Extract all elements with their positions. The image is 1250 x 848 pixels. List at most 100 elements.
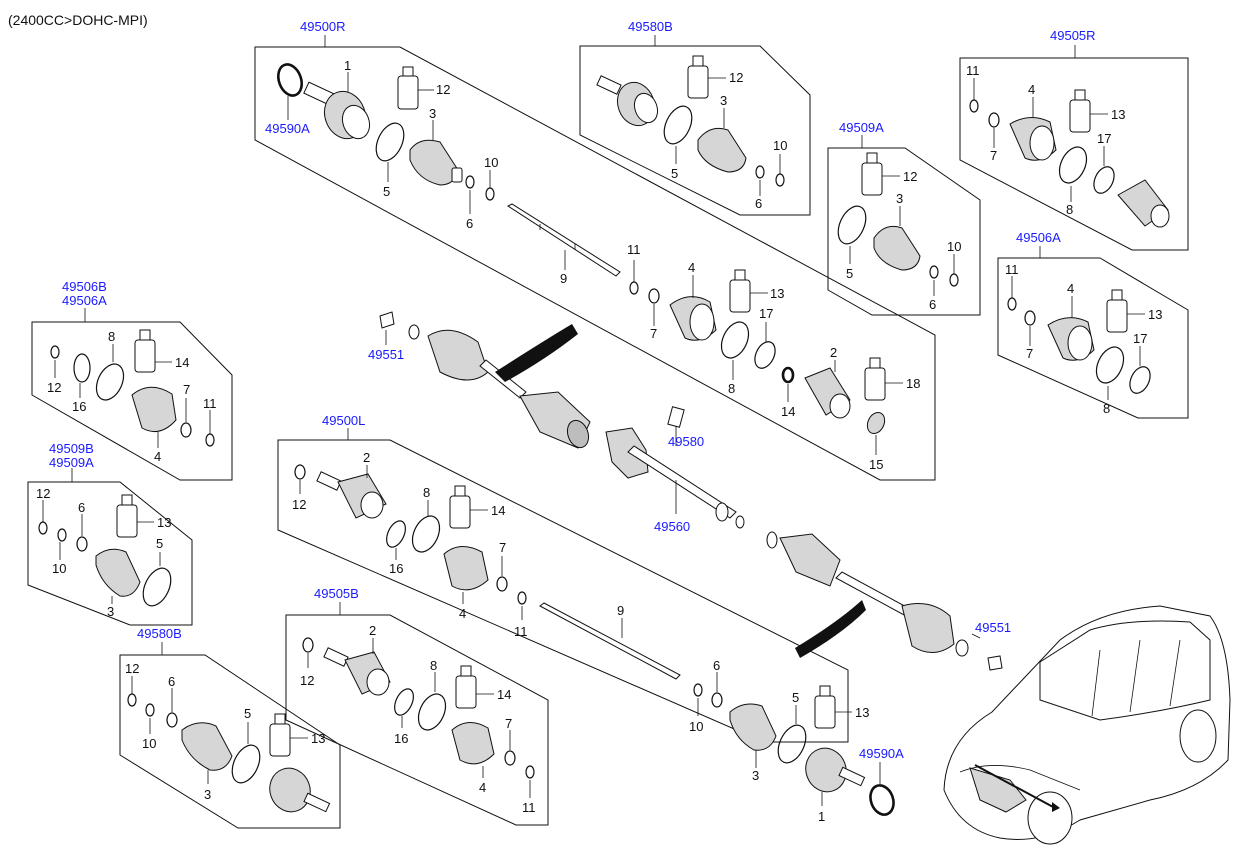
callout-1: 1 xyxy=(344,58,351,73)
callout-7-c: 7 xyxy=(990,148,997,163)
cv-joint-icon xyxy=(596,75,659,127)
callout-1-i: 1 xyxy=(818,809,825,824)
part-label-49505B[interactable]: 49505B xyxy=(314,586,359,601)
callout-16-j: 16 xyxy=(394,731,408,746)
cv-joint-icon xyxy=(303,81,371,140)
cv-joint-icon xyxy=(669,296,717,341)
callout-7-j: 7 xyxy=(505,716,512,731)
callout-10-d: 10 xyxy=(947,239,961,254)
cv-joint-icon xyxy=(443,546,489,591)
part-label-49509B[interactable]: 49509B xyxy=(49,441,94,456)
callout-4-top: 4 xyxy=(688,260,695,275)
callout-12-g: 12 xyxy=(36,486,50,501)
callout-2-j: 2 xyxy=(369,623,376,638)
part-label-49506A-right[interactable]: 49506A xyxy=(1016,230,1061,245)
callout-3-h: 3 xyxy=(204,787,211,802)
callout-3-b: 3 xyxy=(720,93,727,108)
cv-joint-icon xyxy=(804,367,851,419)
drive-shaft-icon xyxy=(506,203,621,277)
callout-3-g: 3 xyxy=(107,604,114,619)
callout-8-mid: 8 xyxy=(728,381,735,396)
callout-18: 18 xyxy=(906,376,920,391)
part-label-49500L[interactable]: 49500L xyxy=(322,413,365,428)
cv-boot-icon xyxy=(873,225,921,271)
part-label-49505R[interactable]: 49505R xyxy=(1050,28,1096,43)
callout-11-e: 11 xyxy=(1005,262,1019,277)
part-label-49580[interactable]: 49580 xyxy=(668,434,704,449)
part-label-49590A-bottom[interactable]: 49590A xyxy=(859,746,904,761)
callout-8-f: 8 xyxy=(108,329,115,344)
part-label-49509A-mid[interactable]: 49509A xyxy=(839,120,884,135)
group-49500R: 49500R 49590A 1 12 5 3 xyxy=(254,19,936,481)
callout-3-i: 3 xyxy=(752,768,759,783)
callout-10-i: 10 xyxy=(689,719,703,734)
grease-bottle-icon xyxy=(397,66,419,110)
callout-8-j: 8 xyxy=(430,658,437,673)
callout-6-h: 6 xyxy=(168,674,175,689)
callout-5-b: 5 xyxy=(671,166,678,181)
group-49509A-mid: 49509A 12 5 3 6 10 xyxy=(827,120,981,316)
suv-vehicle-icon xyxy=(943,605,1231,845)
cv-joint-icon xyxy=(323,647,391,696)
part-label-49580B-bottom[interactable]: 49580B xyxy=(137,626,182,641)
callout-2-i: 2 xyxy=(363,450,370,465)
callout-14-i: 14 xyxy=(491,503,505,518)
cv-boot-icon xyxy=(729,703,777,751)
callout-11-j: 11 xyxy=(522,800,536,815)
callout-13-e: 13 xyxy=(1148,307,1162,322)
callout-12-b: 12 xyxy=(729,70,743,85)
callout-3-top: 3 xyxy=(429,106,436,121)
cv-boot-icon xyxy=(95,548,141,597)
callout-17-c: 17 xyxy=(1097,131,1111,146)
callout-12-top: 12 xyxy=(436,82,450,97)
cv-boot-icon xyxy=(181,722,233,771)
callout-12-i: 12 xyxy=(292,497,306,512)
part-label-49580B-top[interactable]: 49580B xyxy=(628,19,673,34)
callout-5-i: 5 xyxy=(792,690,799,705)
cv-joint-icon xyxy=(131,386,177,433)
group-49506A-right: 49506A 11 7 4 13 8 17 xyxy=(997,230,1189,419)
cv-joint-icon xyxy=(451,722,495,765)
callout-17-mid: 17 xyxy=(759,306,773,321)
callout-17-e: 17 xyxy=(1133,331,1147,346)
part-label-49551-bottom[interactable]: 49551 xyxy=(975,620,1011,635)
part-label-49509A-left[interactable]: 49509A xyxy=(49,455,94,470)
callout-10-b: 10 xyxy=(773,138,787,153)
callout-13-c: 13 xyxy=(1111,107,1125,122)
callout-8-i: 8 xyxy=(423,485,430,500)
part-label-49590A-top[interactable]: 49590A xyxy=(265,121,310,136)
part-label-49500R[interactable]: 49500R xyxy=(300,19,346,34)
group-49500L: 49500L 12 2 16 8 14 4 7 1 xyxy=(277,413,904,824)
group-49505B: 49505B 12 2 16 8 14 4 7 1 xyxy=(285,586,549,826)
intermediate-shaft-bracket: 49580 49560 xyxy=(605,406,745,534)
callout-6-d: 6 xyxy=(929,297,936,312)
part-label-49551-top[interactable]: 49551 xyxy=(368,347,404,362)
callout-5-top: 5 xyxy=(383,184,390,199)
cv-joint-icon xyxy=(1009,117,1057,161)
engine-spec-header: (2400CC>DOHC-MPI) xyxy=(8,12,148,28)
callout-11-f: 11 xyxy=(203,396,217,411)
callout-13-g: 13 xyxy=(157,515,171,530)
part-label-49560[interactable]: 49560 xyxy=(654,519,690,534)
callout-13-mid: 13 xyxy=(770,286,784,301)
callout-6-b: 6 xyxy=(755,196,762,211)
callout-7-e: 7 xyxy=(1026,346,1033,361)
cv-joint-icon xyxy=(1047,317,1095,361)
callout-5-h: 5 xyxy=(244,706,251,721)
drive-shaft-icon xyxy=(539,602,681,680)
part-label-49506A-left[interactable]: 49506A xyxy=(62,293,107,308)
grease-bottle-icon xyxy=(269,713,291,757)
group-49505R: 49505R 11 7 4 13 8 17 xyxy=(959,28,1189,251)
callout-11-top: 11 xyxy=(627,242,641,257)
callout-13-i: 13 xyxy=(855,705,869,720)
group-49580B-bottom: 49580B 12 10 6 3 5 13 xyxy=(119,626,341,829)
callout-16-i: 16 xyxy=(389,561,403,576)
group-49580B-top: 49580B 12 5 3 6 10 xyxy=(579,19,811,216)
part-label-49506B[interactable]: 49506B xyxy=(62,279,107,294)
callout-8-c: 8 xyxy=(1066,202,1073,217)
callout-9-top: 9 xyxy=(560,271,567,286)
callout-15: 15 xyxy=(869,457,883,472)
callout-10-h: 10 xyxy=(142,736,156,751)
callout-14-mid: 14 xyxy=(781,404,795,419)
callout-10-top: 10 xyxy=(484,155,498,170)
